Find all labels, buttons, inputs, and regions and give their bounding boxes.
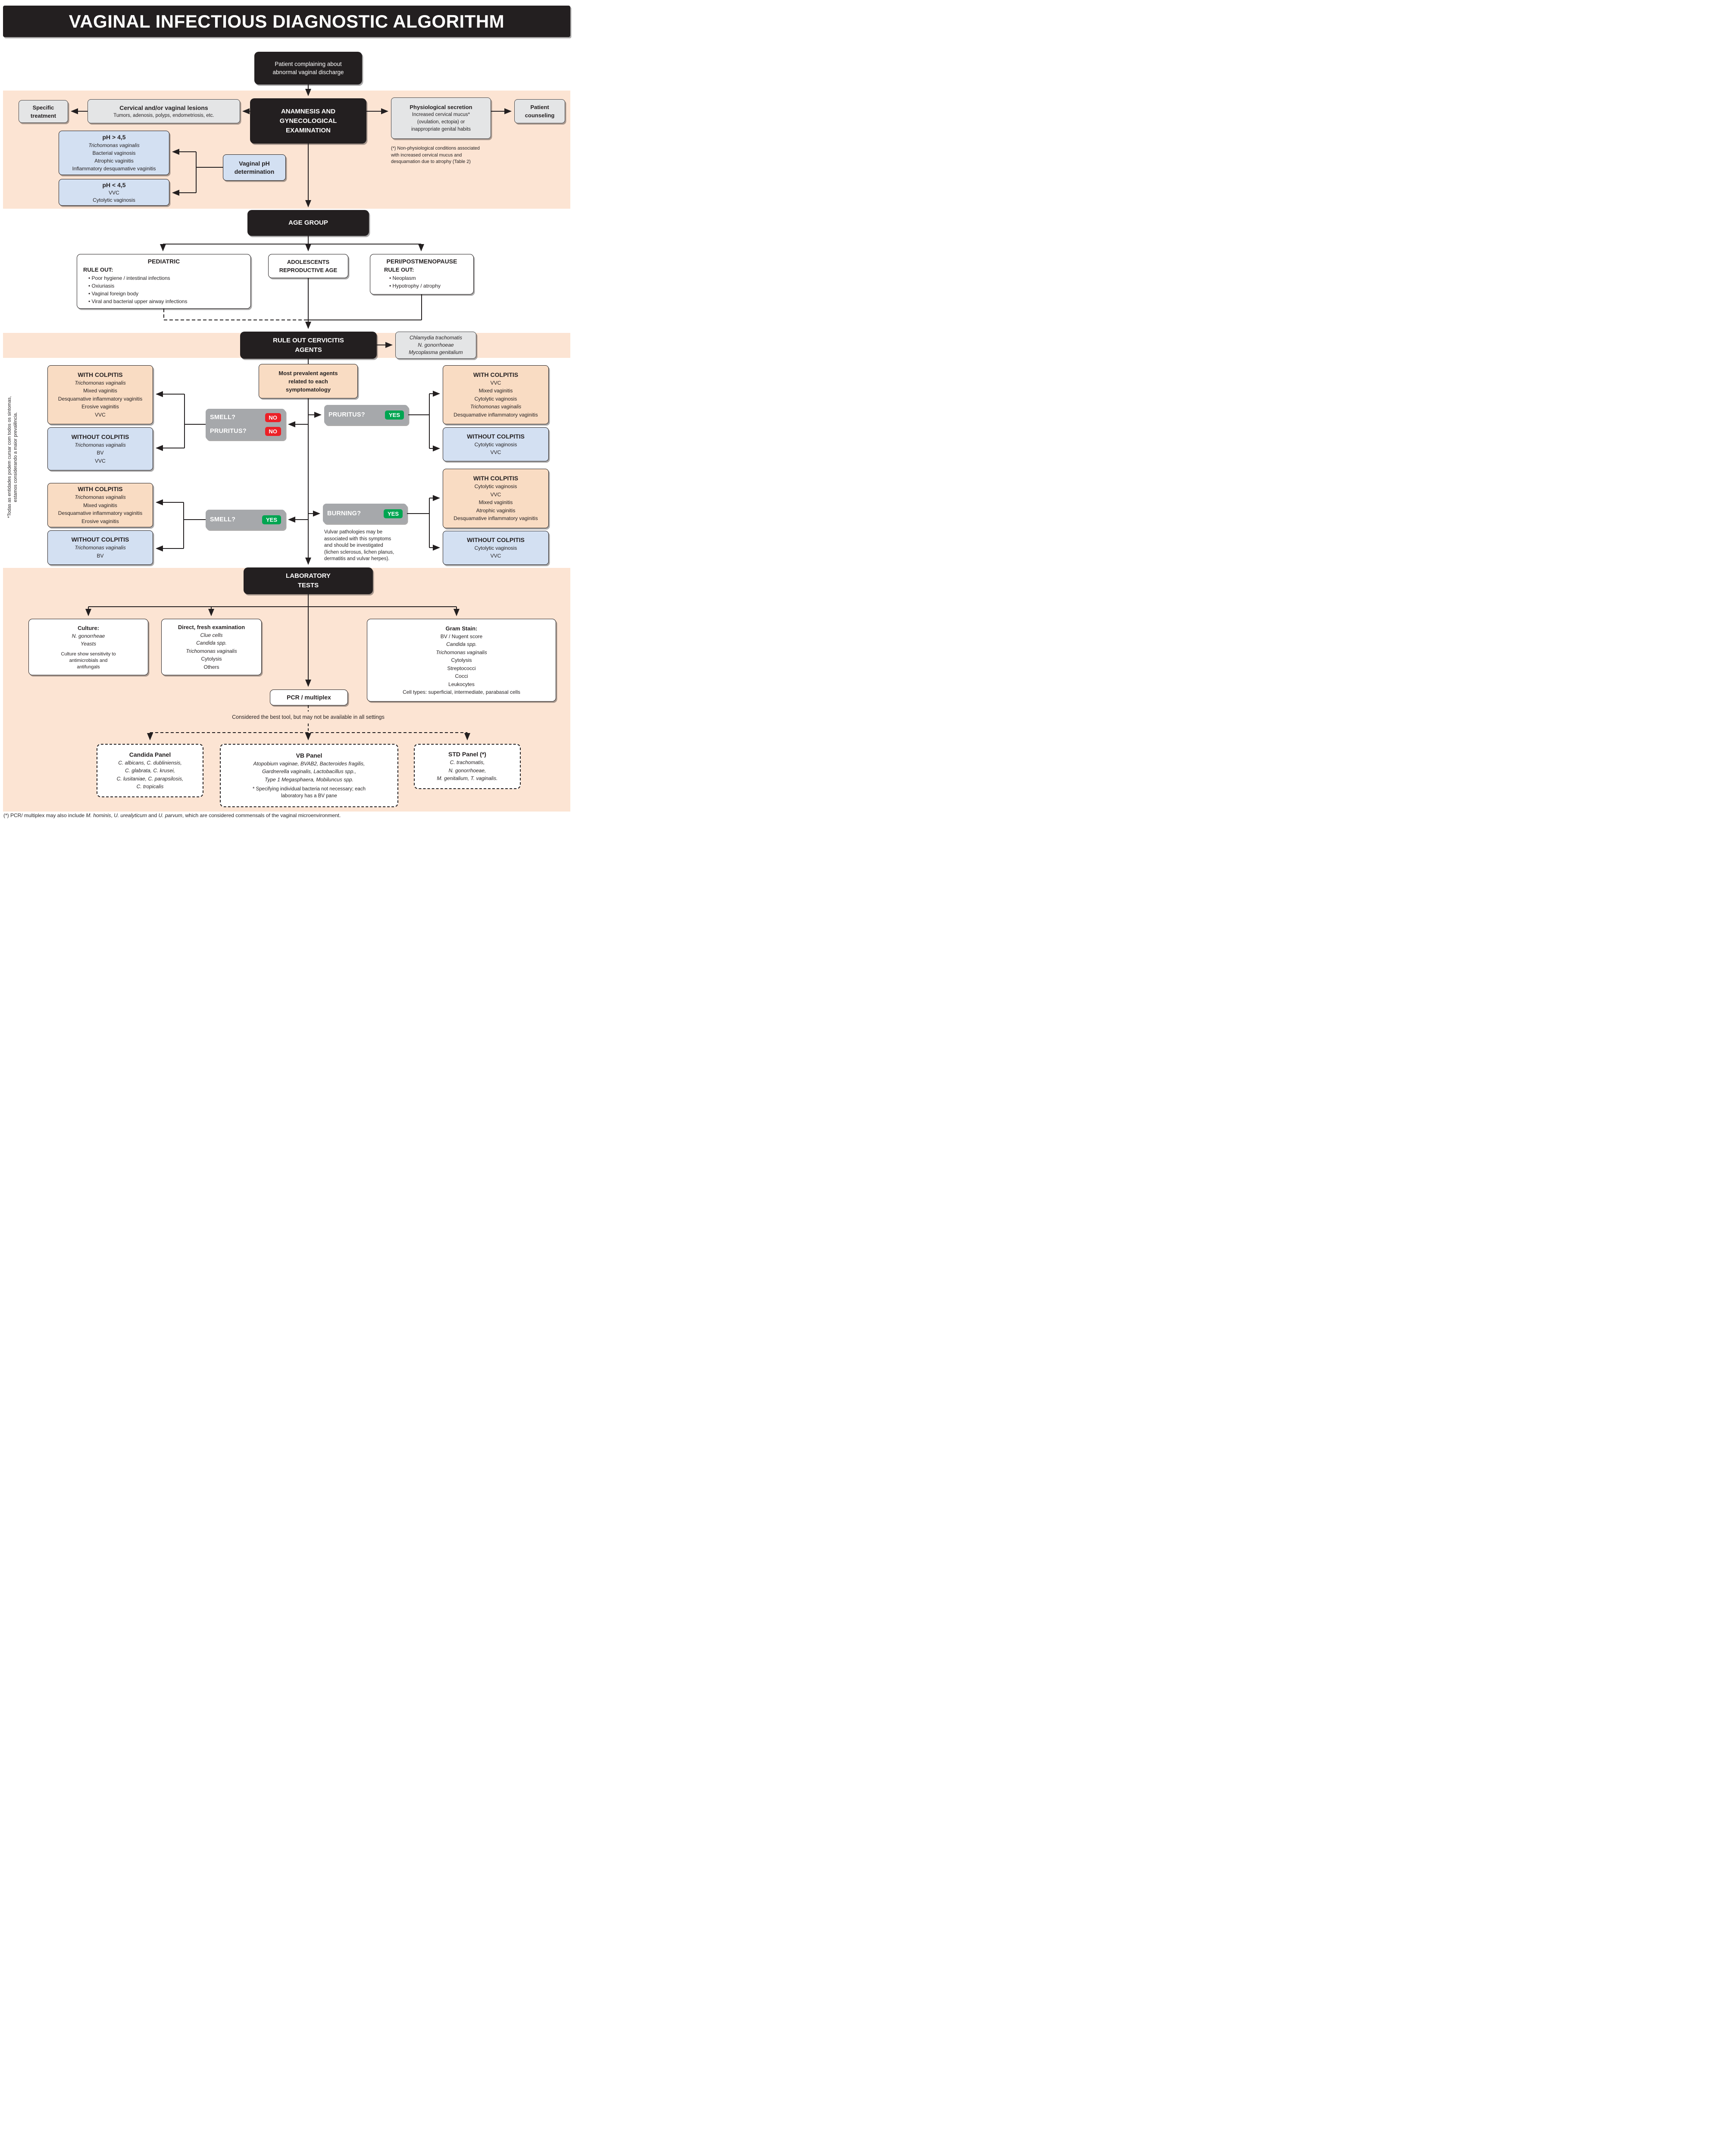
yes-badge: YES (262, 515, 281, 524)
vulvar-pathologies-note: Vulvar pathologies may be associated wit… (324, 530, 394, 561)
q2-with-colpitis-node: WITH COLPITIS VVC Mixed vaginitis Cytoly… (443, 365, 549, 424)
decision-smell-yes: SMELL? YES (206, 510, 285, 530)
page-title-bar: VAGINAL INFECTIOUS DIAGNOSTIC ALGORITHM (3, 6, 570, 37)
specific-treatment-node: Specific treatment (19, 100, 68, 123)
decision-pruritus-yes: PRURITUS? YES (324, 405, 408, 425)
yes-badge: YES (383, 509, 403, 518)
culture-node: Culture: N. gonorrheae Yeasts Culture sh… (28, 619, 148, 675)
ph-below-45-node: pH < 4,5 VVC Cytolytic vaginosis (59, 179, 169, 206)
q2-without-colpitis-node: WITHOUT COLPITIS Cytolytic vaginosis VVC (443, 427, 549, 461)
decision-smell-no-pruritus-no: SMELL? NO PRURITUS? NO (206, 409, 285, 440)
patient-counseling-node: Patient counseling (514, 99, 565, 123)
anamnesis-node: ANAMNESIS AND GYNECOLOGICAL EXAMINATION (250, 98, 366, 144)
no-badge: NO (265, 426, 281, 436)
flow-connectors (71, 85, 512, 740)
physiological-footnote: (*) Non-physiological conditions associa… (391, 146, 480, 164)
page-title: VAGINAL INFECTIOUS DIAGNOSTIC ALGORITHM (69, 11, 505, 31)
peri-postmenopause-node: PERI/POSTMENOPAUSE RULE OUT: Neoplasm Hy… (370, 254, 474, 295)
diagnostic-algorithm-page: VAGINAL INFECTIOUS DIAGNOSTIC ALGORITHM … (0, 0, 573, 838)
most-prevalent-agents-node: Most prevalent agents related to each sy… (259, 364, 358, 398)
pcr-availability-note: Considered the best tool, but may not be… (232, 714, 385, 720)
cervical-lesions-node: Cervical and/or vaginal lesions Tumors, … (88, 99, 240, 123)
pediatric-node: PEDIATRIC RULE OUT: Poor hygiene / intes… (77, 254, 251, 309)
vb-panel-note: * Specifying individual bacteria not nec… (252, 787, 366, 799)
q3-without-colpitis-node: WITHOUT COLPITIS Trichomonas vaginalis B… (47, 530, 153, 565)
rule-out-cervicitis-node: RULE OUT CERVICITIS AGENTS (240, 332, 377, 359)
q4-without-colpitis-node: WITHOUT COLPITIS Cytolytic vaginosis VVC (443, 531, 549, 565)
vb-panel-node: VB Panel Atopobium vaginae, BVAB2, Bacte… (220, 744, 398, 807)
pcr-multiplex-node: PCR / multiplex (270, 689, 348, 705)
cervicitis-agents-node: Chlamydia trachomatis N. gonorrhoeae Myc… (395, 332, 476, 359)
candida-panel-node: Candida Panel C. albicans, C. dubliniens… (97, 744, 203, 797)
age-group-node: AGE GROUP (247, 210, 369, 236)
adolescents-node: ADOLESCENTS REPRODUCTIVE AGE (268, 254, 348, 278)
ph-above-45-node: pH > 4,5 Trichomonas vaginalis Bacterial… (59, 131, 169, 175)
culture-sensitivity-note: Culture show sensitivity to antimicrobia… (61, 651, 116, 670)
start-node-patient-complaint: Patient complaining about abnormal vagin… (254, 52, 362, 85)
vaginal-ph-determination-node: Vaginal pH determination (223, 154, 286, 181)
q3-with-colpitis-node: WITH COLPITIS Trichomonas vaginalis Mixe… (47, 483, 153, 527)
no-badge: NO (265, 413, 281, 422)
q4-with-colpitis-node: WITH COLPITIS Cytolytic vaginosis VVC Mi… (443, 469, 549, 528)
prevalence-side-note: *Todas as entidades podem cursar com tod… (7, 396, 18, 518)
q1-with-colpitis-node: WITH COLPITIS Trichomonas vaginalis Mixe… (47, 365, 153, 424)
yes-badge: YES (385, 410, 404, 420)
q1-without-colpitis-node: WITHOUT COLPITIS Trichomonas vaginalis B… (47, 427, 153, 470)
physiological-secretion-node: Physiological secretion Increased cervic… (391, 97, 491, 139)
gram-stain-node: Gram Stain: BV / Nugent score Candida sp… (367, 619, 556, 702)
direct-fresh-examination-node: Direct, fresh examination Clue cells Can… (161, 619, 262, 675)
laboratory-tests-node: LABORATORY TESTS (244, 567, 373, 594)
std-panel-node: STD Panel (*) C. trachomatis, N. gonorrh… (414, 744, 521, 789)
decision-burning-yes: BURNING? YES (323, 504, 407, 523)
page-footnote: (*) PCR/ multiplex may also include M. h… (3, 812, 341, 818)
